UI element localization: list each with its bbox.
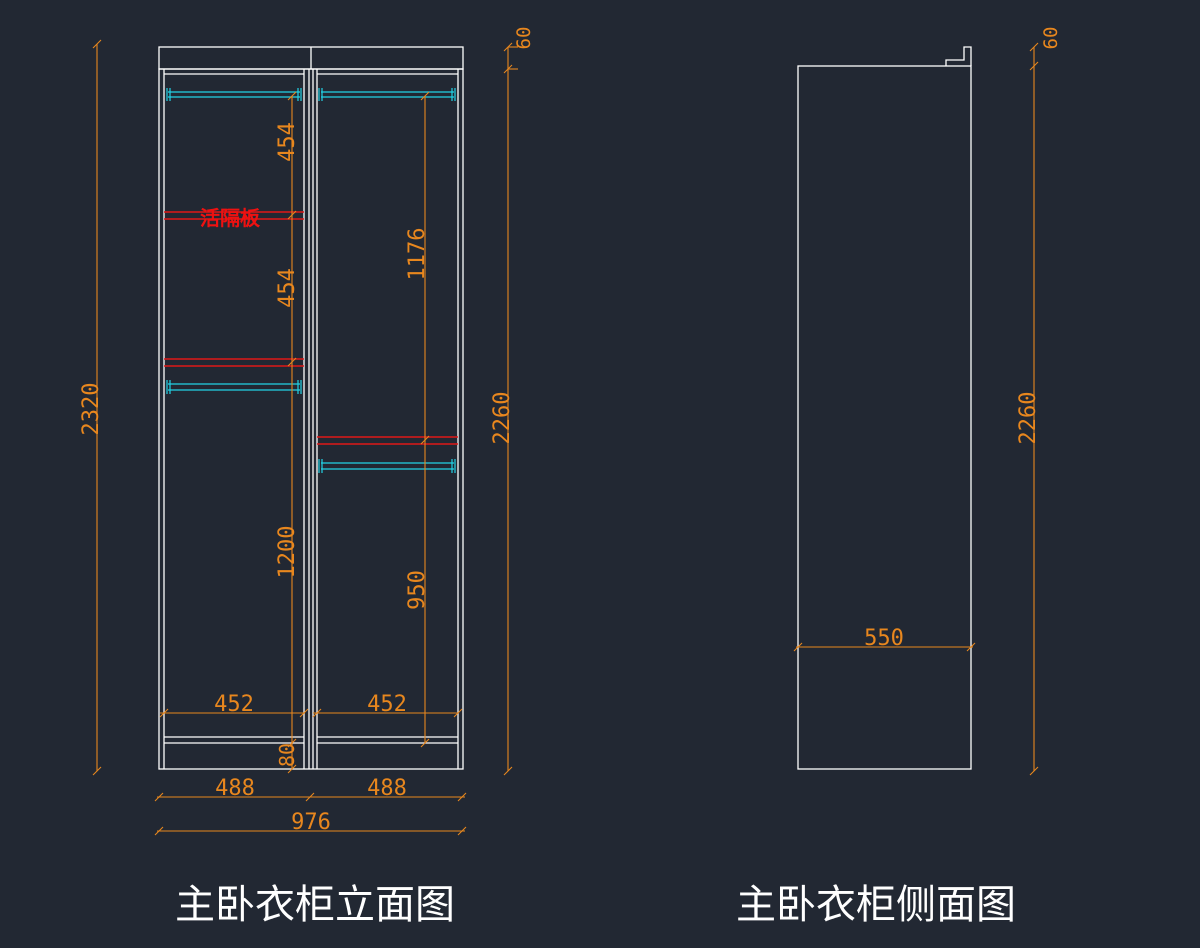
shelf-label: 活隔板 [200,206,261,230]
tick [453,708,463,718]
dim-top-offset: 60 [513,27,535,50]
elevation-view: 活隔板 [79,27,535,928]
dim-upper-section-2: 454 [275,268,300,308]
elevation-title: 主卧衣柜立面图 [175,882,455,928]
cabinet-body [158,68,464,770]
tick [966,642,976,652]
shelf-left-upper [164,211,304,220]
dim-right-short-hanging: 950 [405,570,430,610]
tick [92,766,102,776]
tick [287,91,297,101]
tick [420,91,430,101]
tick [457,826,467,836]
dim-total-height: 2320 [79,383,104,436]
side-dimensions [793,42,1039,776]
dim-right-long-hanging: 1176 [405,228,430,281]
shelf-right-middle [317,436,458,445]
tick [793,642,803,652]
tick [287,764,297,774]
cabinet-outline [158,46,464,770]
dim-inner-width-right: 452 [367,692,407,717]
hanging-rod-left-upper [166,88,302,101]
shelves [164,211,458,445]
tick [312,708,322,718]
elevation-dimension-labels: 2320 2260 60 454 454 1200 1176 950 80 45… [79,27,535,835]
dim-lower-hanging-left: 1200 [275,526,300,579]
dim-total-width: 976 [291,810,331,835]
top-cap-profile [945,46,972,66]
tick [457,792,467,802]
hanging-rod-right-lower [318,459,456,473]
dim-body-height: 2260 [490,392,515,445]
dim-side-top-offset: 60 [1040,27,1062,50]
dim-side-depth: 550 [864,626,904,651]
dim-inner-width-left: 452 [214,692,254,717]
side-body [797,65,972,770]
side-view: 2260 60 550 主卧衣柜侧面图 [736,27,1062,928]
tick [305,792,315,802]
tick [154,826,164,836]
tick [92,39,102,49]
side-view-title: 主卧衣柜侧面图 [736,882,1016,928]
tick [1029,61,1039,71]
dim-upper-section-1: 454 [275,122,300,162]
tick [420,435,430,445]
tick [287,210,297,220]
tick [420,738,430,748]
dim-unit-width-left: 488 [215,776,255,801]
hanging-rod-right-upper [318,88,456,101]
tick [299,708,309,718]
dim-base-height: 80 [275,743,299,767]
tick [154,792,164,802]
dim-side-height: 2260 [1016,392,1041,445]
shelf-left-middle [164,358,304,367]
hanging-rod-left-lower [166,380,302,394]
tick [159,708,169,718]
tick [287,357,297,367]
elevation-dimensions [92,39,518,836]
tick [1029,42,1039,52]
tick [1029,766,1039,776]
tick [503,766,513,776]
side-outline [797,46,972,770]
dim-unit-width-right: 488 [367,776,407,801]
hanging-rods [166,88,456,473]
